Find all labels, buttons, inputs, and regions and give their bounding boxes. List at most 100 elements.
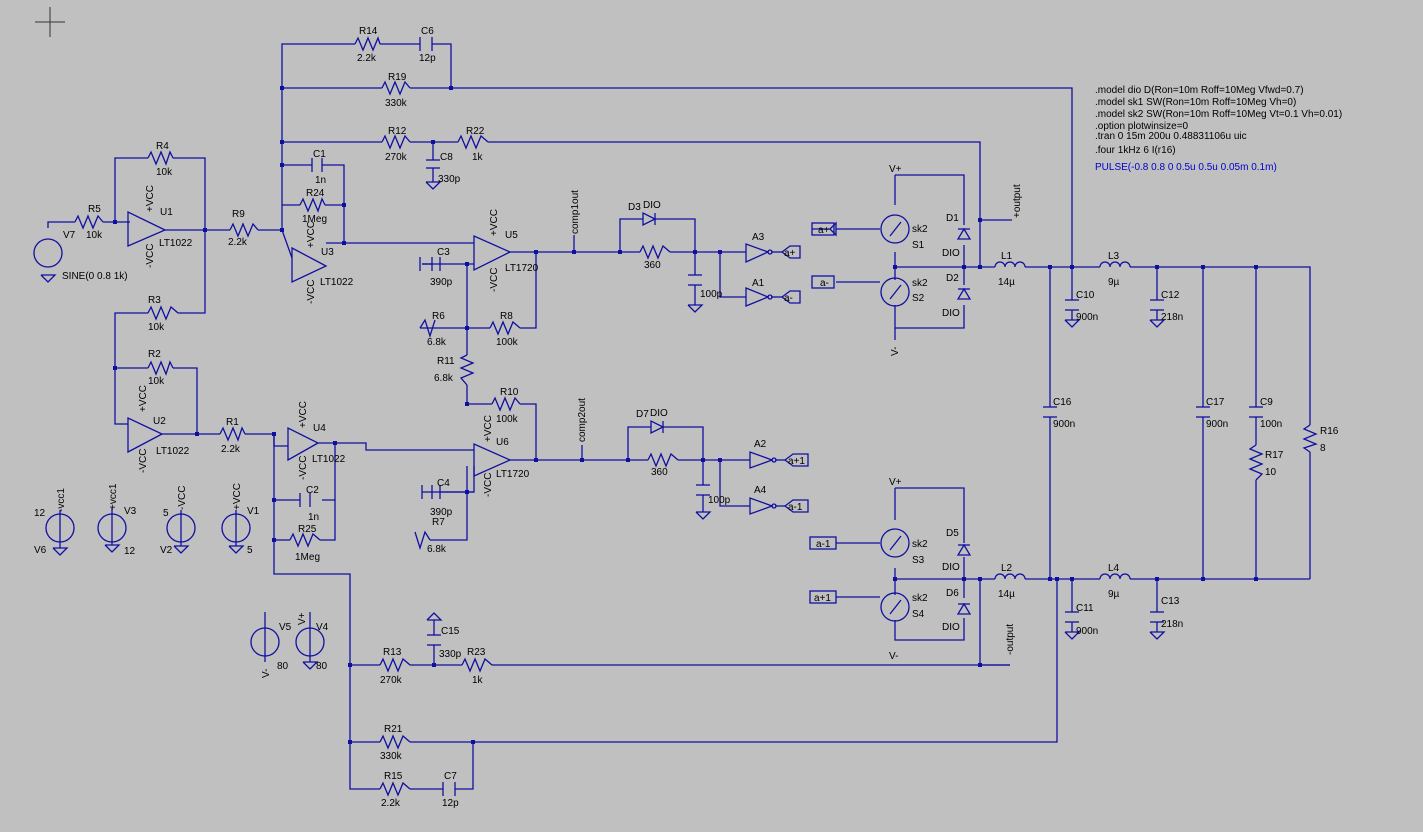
label-r10: R10 xyxy=(500,387,519,398)
label-r360-top: 360 xyxy=(644,260,661,271)
label-c16: C16 xyxy=(1053,397,1072,408)
label-plus-output: +output xyxy=(1012,184,1023,218)
label-s4: S4 xyxy=(912,609,925,620)
label-c100-bottom: 100p xyxy=(708,495,731,506)
label-r7: R7 xyxy=(432,517,445,528)
diodes xyxy=(642,211,972,615)
label-supply-vplus: V+ xyxy=(297,612,308,625)
label-c3: C3 xyxy=(437,247,450,258)
label-u4-vcc-plus: +VCC xyxy=(298,401,309,428)
label-c11: C11 xyxy=(1076,603,1094,614)
label-r24-value: 1Meg xyxy=(302,214,327,225)
label-l3: L3 xyxy=(1108,251,1120,262)
directive-pulse: PULSE(-0.8 0.8 0 0.5u 0.5u 0.05m 0.1m) xyxy=(1095,162,1277,173)
label-u1-vcc-minus: -VCC xyxy=(145,244,156,268)
label-sk2-s4: sk2 xyxy=(912,593,928,604)
label-vminus-top: V- xyxy=(890,347,901,356)
label-v1: V1 xyxy=(247,506,260,517)
label-minus-output: -output xyxy=(1005,624,1016,655)
label-r360-bottom: 360 xyxy=(651,467,668,478)
label-vminus-bottom: V- xyxy=(889,651,898,662)
label-r5: R5 xyxy=(88,204,101,215)
label-r2: R2 xyxy=(148,349,161,360)
ground-symbols xyxy=(40,181,1166,670)
label-d1: D1 xyxy=(946,213,959,224)
label-l2: L2 xyxy=(1001,563,1013,574)
label-d1-model: DIO xyxy=(942,248,960,259)
label-d5: D5 xyxy=(946,528,959,539)
label-r9-value: 2.2k xyxy=(228,237,248,248)
resistors xyxy=(74,36,1318,797)
label-c6: C6 xyxy=(421,26,434,37)
label-c12: C12 xyxy=(1161,290,1180,301)
label-u5: U5 xyxy=(505,230,518,241)
label-c3-value: 390p xyxy=(430,277,453,288)
label-u3-vcc-plus: +VCC xyxy=(306,221,317,248)
label-v6-value: 12 xyxy=(34,508,46,519)
capacitors xyxy=(299,37,1263,796)
label-r25: R25 xyxy=(298,524,317,535)
label-c12-value: 218n xyxy=(1161,312,1183,323)
label-r6: R6 xyxy=(432,311,445,322)
label-r4-value: 10k xyxy=(156,167,173,178)
label-supply-minus-vcc1: -vcc1 xyxy=(56,488,67,512)
label-u2-vcc-plus: +VCC xyxy=(138,385,149,412)
label-l1: L1 xyxy=(1001,251,1013,262)
label-r23-value: 1k xyxy=(472,675,484,686)
label-r6-value: 6.8k xyxy=(427,337,447,348)
label-a3: A3 xyxy=(752,232,765,243)
label-aplus-in: a+ xyxy=(818,225,830,236)
label-s3: S3 xyxy=(912,555,925,566)
label-r23: R23 xyxy=(467,647,486,658)
label-c15: C15 xyxy=(441,626,460,637)
label-v4: V4 xyxy=(316,622,329,633)
label-aminus-in: a- xyxy=(820,278,829,289)
label-r8: R8 xyxy=(500,311,513,322)
label-s1: S1 xyxy=(912,240,925,251)
label-r21-value: 330k xyxy=(380,751,403,762)
directive-line: .tran 0 15m 200u 0.48831106u uic xyxy=(1095,131,1247,142)
directive-line: .model sk1 SW(Ron=10m Roff=10Meg Vh=0) xyxy=(1095,97,1296,108)
label-r4: R4 xyxy=(156,141,169,152)
switches xyxy=(880,214,910,622)
label-aminus-out: a- xyxy=(784,293,793,304)
label-aminus1-out: a-1 xyxy=(788,502,803,513)
junction-dots xyxy=(113,86,1258,744)
label-r12-value: 270k xyxy=(385,152,408,163)
label-aminus1-in: a-1 xyxy=(816,539,831,550)
label-u2-model: LT1022 xyxy=(156,446,190,457)
label-u5-vcc-plus: +VCC xyxy=(489,209,500,236)
label-r19-value: 330k xyxy=(385,98,408,109)
opamps xyxy=(127,210,777,515)
label-u2-vcc-minus: -VCC xyxy=(138,449,149,473)
label-v7: V7 xyxy=(63,230,76,241)
label-v5: V5 xyxy=(279,622,292,633)
label-c8: C8 xyxy=(440,152,453,163)
label-u4-model: LT1022 xyxy=(312,454,346,465)
label-v3-value: 12 xyxy=(124,546,136,557)
label-d2-model: DIO xyxy=(942,308,960,319)
label-u1: U1 xyxy=(160,207,173,218)
label-r14-value: 2.2k xyxy=(357,53,377,64)
label-r10-value: 100k xyxy=(496,414,519,425)
label-a1: A1 xyxy=(752,278,765,289)
label-r5-value: 10k xyxy=(86,230,103,241)
label-s2: S2 xyxy=(912,293,925,304)
directive-line: .model dio D(Ron=10m Roff=10Meg Vfwd=0.7… xyxy=(1095,85,1304,96)
label-aplus1-in: a+1 xyxy=(814,593,831,604)
label-d6-model: DIO xyxy=(942,622,960,633)
label-r7-value: 6.8k xyxy=(427,544,447,555)
label-r22-value: 1k xyxy=(472,152,484,163)
label-c4: C4 xyxy=(437,478,450,489)
label-v3: V3 xyxy=(124,506,137,517)
label-r21: R21 xyxy=(384,724,403,735)
label-aplus-out: a+ xyxy=(784,248,796,259)
label-d3: D3 xyxy=(628,202,641,213)
label-vplus-bottom: V+ xyxy=(889,477,902,488)
directives: .model dio D(Ron=10m Roff=10Meg Vfwd=0.7… xyxy=(1095,85,1342,173)
label-r12: R12 xyxy=(388,126,407,137)
label-c9-value: 100n xyxy=(1260,419,1282,430)
label-supply-vminus: V- xyxy=(261,669,272,678)
label-r16-value: 8 xyxy=(1320,443,1326,454)
